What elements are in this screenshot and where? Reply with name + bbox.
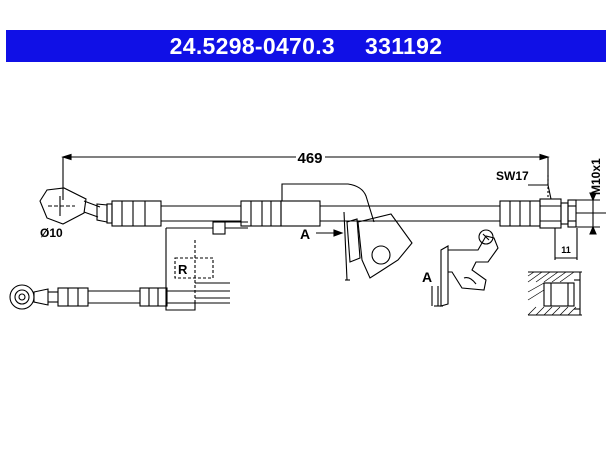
reference-number: 331192 <box>365 32 443 59</box>
view-a-label-2: A <box>422 269 432 285</box>
thread-length-label: 11 <box>561 245 571 255</box>
thread-label: M10x1 <box>589 158 603 195</box>
length-dimension <box>61 153 550 200</box>
view-a-label-1: A <box>300 226 310 242</box>
part-number: 24.5298-0470.3 <box>169 32 336 59</box>
header-banner: 24.5298-0470.3 331192 <box>6 30 606 62</box>
main-hose <box>39 175 606 260</box>
installed-hose-view <box>9 221 248 311</box>
length-label: 469 <box>297 150 322 167</box>
wrench-size-label: SW17 <box>496 169 529 183</box>
section-view <box>527 271 582 316</box>
bracket-view-a-2 <box>431 229 499 307</box>
eye-diameter-label: Ø10 <box>40 226 63 240</box>
bracket-view-a-1 <box>316 211 413 281</box>
side-label: R <box>178 262 188 277</box>
